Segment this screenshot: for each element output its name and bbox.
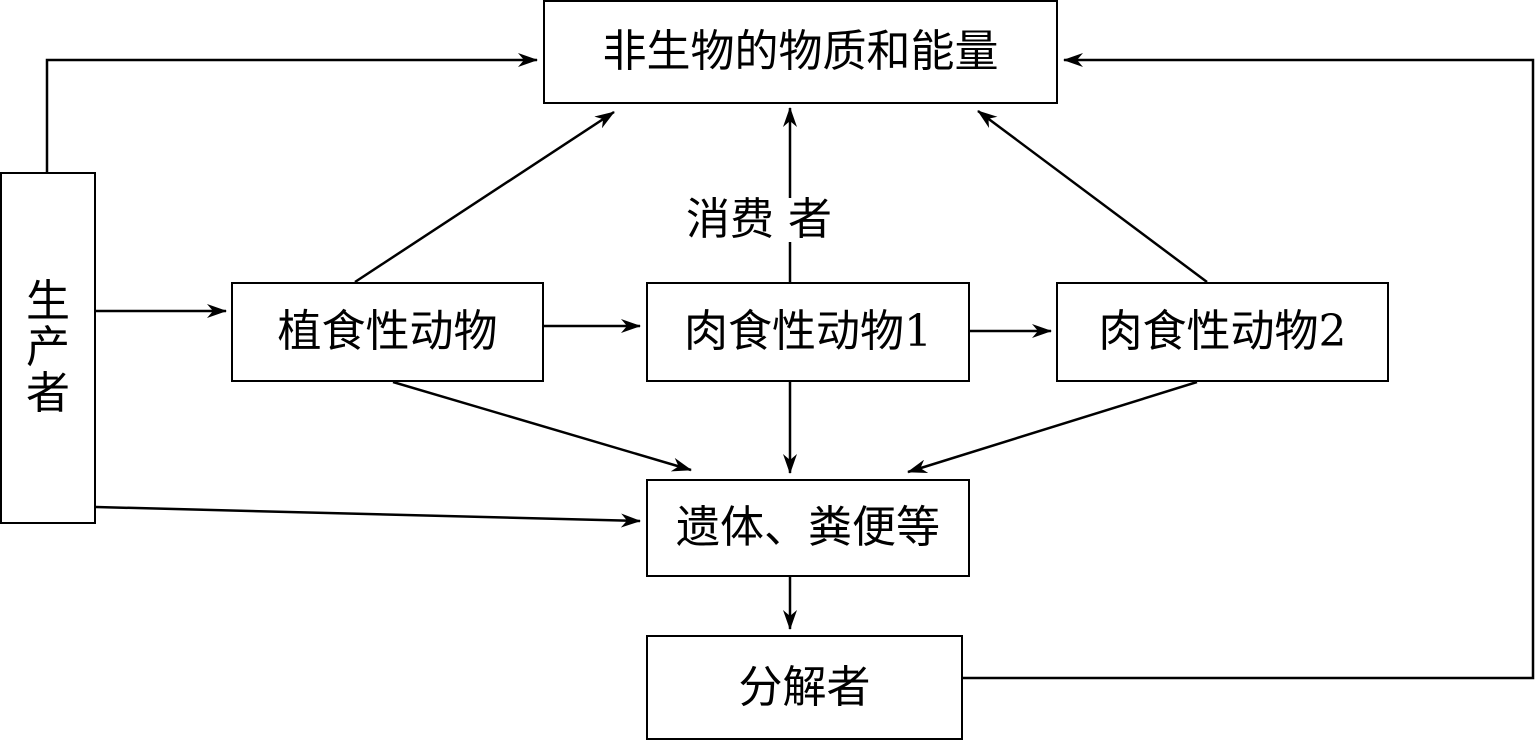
edge-herbivore-remains: [392, 380, 692, 472]
node-carnivore-2: 肉食性动物2: [1056, 282, 1389, 382]
edge-carnivore2-abiotic: [977, 109, 1208, 284]
consumer-group-label: 消费 者: [686, 194, 832, 245]
node-producer-char: 者: [26, 368, 70, 420]
node-producer-char: 生: [26, 275, 70, 327]
node-remains-label: 遗体、粪便等: [676, 502, 940, 553]
node-producer: 生 产 者: [0, 172, 96, 524]
edge-producer-remains: [95, 505, 641, 528]
node-producer-char: 产: [26, 321, 70, 373]
edge-herbivore-abiotic: [354, 110, 615, 284]
edge-decomposer-abiotic: [963, 53, 1535, 680]
node-decomposer-label: 分解者: [738, 661, 871, 713]
node-carnivore-1-label: 肉食性动物1: [684, 306, 932, 357]
node-herbivore-label: 植食性动物: [277, 306, 498, 357]
edge-carnivore2-remains: [907, 380, 1198, 474]
node-abiotic-label: 非生物的物质和能量: [602, 26, 999, 77]
node-remains-excrement: 遗体、粪便等: [646, 479, 970, 577]
edge-producer-abiotic: [45, 53, 538, 172]
node-herbivore: 植食性动物: [231, 282, 544, 382]
node-carnivore-2-label: 肉食性动物2: [1098, 306, 1347, 357]
node-decomposer: 分解者: [646, 635, 963, 740]
node-abiotic-matter-energy: 非生物的物质和能量: [543, 0, 1058, 104]
node-carnivore-1: 肉食性动物1: [646, 282, 970, 382]
